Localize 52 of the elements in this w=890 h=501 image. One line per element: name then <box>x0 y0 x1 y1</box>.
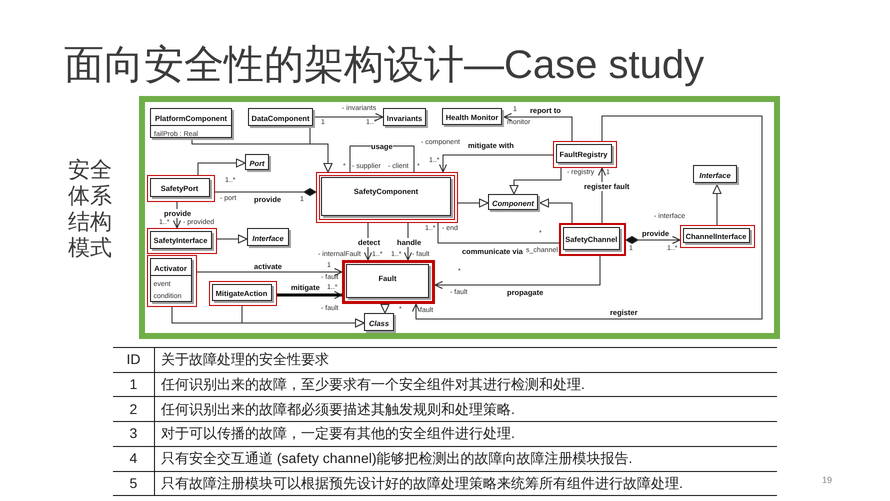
page-number: 19 <box>822 475 832 485</box>
row-number: 1 <box>130 376 138 392</box>
composition-arrow <box>626 236 680 244</box>
generalization-arrow <box>458 198 488 208</box>
generalization-arrow <box>510 168 562 194</box>
association-line <box>438 222 560 244</box>
requirement-text: 对于可以传播的故障，一定要有其他的安全组件进行处理. <box>161 425 515 442</box>
requirement-text: 只有安全交互通道 (safety channel)能够把检测出的故障向故障注册模块报告. <box>161 450 632 466</box>
class-box <box>442 108 504 127</box>
generalization-arrow <box>540 198 572 224</box>
generalization-arrow <box>310 128 332 172</box>
class-box <box>383 108 428 128</box>
column-header: ID <box>126 351 140 368</box>
row-number: 5 <box>130 474 138 491</box>
class-box <box>488 194 540 212</box>
generalization-arrow <box>712 184 722 226</box>
composition-line <box>214 188 316 196</box>
class-box <box>150 108 234 140</box>
class-box <box>245 154 271 172</box>
generalization-arrow <box>242 306 364 328</box>
requirement-text: 任何识别出来的故障，至少要求有一个安全组件对其进行检测和处理. <box>161 376 585 392</box>
generalization-arrow <box>380 304 390 314</box>
slide-title: 面向安全性的架构设计—Case study <box>64 42 704 89</box>
association-arrow <box>277 291 342 299</box>
row-number: 3 <box>130 425 138 442</box>
association-arrow <box>434 256 600 289</box>
class-box <box>147 175 215 202</box>
class-box <box>342 260 435 304</box>
class-box <box>316 172 458 223</box>
association-arrow <box>504 113 572 142</box>
class-box <box>247 228 291 248</box>
class-box <box>553 141 617 168</box>
class-box <box>559 223 626 256</box>
class-box <box>680 225 755 248</box>
generalization-arrow <box>198 158 246 176</box>
association-arrow <box>196 268 342 276</box>
class-box <box>147 255 197 307</box>
class-box <box>209 281 277 306</box>
side-heading: 安全体系结构模式 <box>68 157 113 261</box>
row-number: 2 <box>130 400 138 417</box>
association-arrow <box>439 154 554 172</box>
generalization-arrow <box>216 234 248 244</box>
association-arrow <box>412 116 762 320</box>
requirement-text: 任何识别出来的故障都必须要描述其触发规则和处理策略. <box>161 400 515 417</box>
class-box <box>364 313 396 333</box>
row-number: 4 <box>130 450 138 466</box>
class-box <box>693 165 739 185</box>
class-box <box>147 228 217 254</box>
class-box <box>248 108 315 128</box>
association-arrow <box>314 113 384 121</box>
column-header: 关于故障处理的安全性要求 <box>161 351 329 368</box>
requirement-text: 只有故障注册模块可以根据预先设计好的故障处理策略来统筹所有组件进行故障处理. <box>161 474 683 491</box>
